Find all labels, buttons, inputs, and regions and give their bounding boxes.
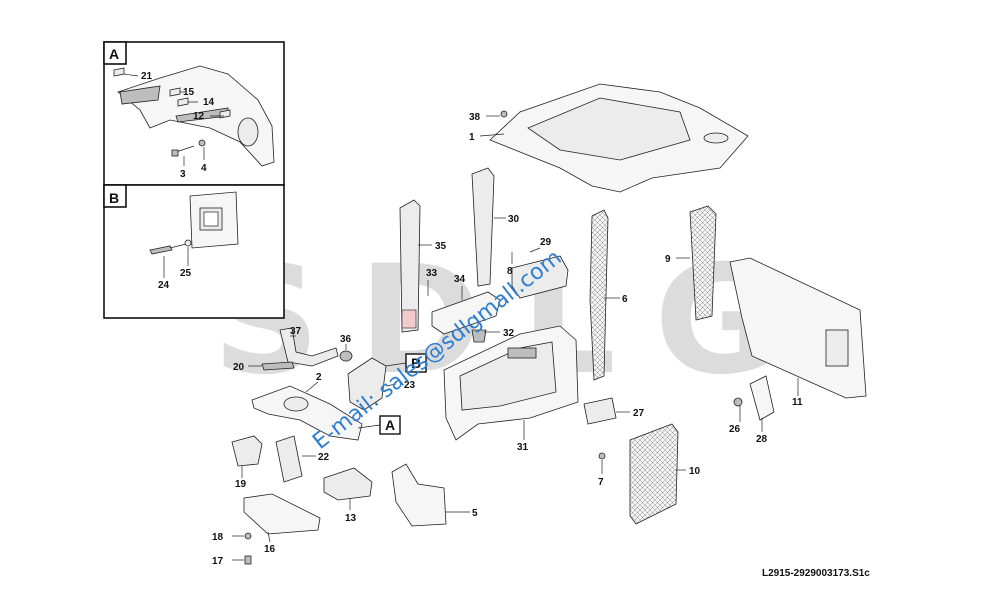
- callout-31: 31: [517, 442, 529, 453]
- part-pillar-6: [589, 209, 609, 381]
- part-duct-23: [347, 357, 387, 411]
- part-tray-16: [243, 493, 321, 535]
- callout-13: 13: [345, 513, 357, 524]
- callout-10: 10: [689, 466, 701, 477]
- ref-tag-a: A: [357, 415, 401, 435]
- callout-27: 27: [633, 408, 645, 419]
- detail-box-b-letter: B: [109, 190, 119, 206]
- callout-4: 4: [201, 163, 207, 174]
- part-duct-13: [323, 467, 373, 501]
- callout-16: 16: [264, 544, 276, 555]
- callout-14: 14: [203, 97, 215, 108]
- part-box-29: [511, 255, 569, 299]
- part-bolt-17: [244, 555, 252, 565]
- callout-36: 36: [340, 334, 352, 345]
- callout-34: 34: [454, 274, 466, 285]
- part-mesh-panel-10: [629, 423, 679, 525]
- callout-1: 1: [469, 132, 475, 143]
- callout-8: 8: [507, 266, 513, 277]
- part-pillar-35: [399, 199, 421, 333]
- part-panel-5: [391, 463, 447, 527]
- callout-20: 20: [233, 362, 245, 373]
- callout-15: 15: [183, 87, 195, 98]
- part-clip-26: [733, 397, 743, 407]
- part-pillar-30: [471, 167, 495, 287]
- part-plate-28: [749, 375, 775, 421]
- detail-box-a: A 21 15 14 12 3 4: [103, 41, 285, 186]
- callout-5: 5: [472, 508, 478, 519]
- callout-numbers: 38 1 30 35 29 33 8 34 6 9 32 37 36 20 2 …: [212, 112, 803, 567]
- ref-tag-b: B: [385, 353, 427, 373]
- callout-26: 26: [729, 424, 741, 435]
- callout-24: 24: [158, 280, 170, 291]
- part-cup-32: [471, 329, 487, 343]
- callout-37: 37: [290, 326, 302, 337]
- callout-22: 22: [318, 452, 330, 463]
- drawing-code: L2915-2929003173.S1c: [762, 568, 870, 579]
- part-duct-19: [231, 435, 263, 467]
- callout-17: 17: [212, 556, 224, 567]
- callout-2: 2: [316, 372, 322, 383]
- part-screw-7: [598, 452, 606, 460]
- callout-3: 3: [180, 169, 186, 180]
- callout-32: 32: [503, 328, 515, 339]
- callout-29: 29: [540, 237, 552, 248]
- part-duct-22: [275, 435, 303, 483]
- svg-text:B: B: [411, 355, 421, 371]
- part-pillar-9: [689, 205, 717, 321]
- callout-28: 28: [756, 434, 768, 445]
- callout-23: 23: [404, 380, 416, 391]
- callout-7: 7: [598, 477, 604, 488]
- callout-30: 30: [508, 214, 520, 225]
- callout-12: 12: [193, 111, 205, 122]
- detail-box-b: B 25 24: [103, 184, 285, 319]
- part-filter-20: [261, 361, 295, 371]
- svg-text:A: A: [385, 417, 395, 433]
- part-floor-duct-2: [251, 385, 363, 441]
- part-tray-27: [583, 397, 617, 425]
- part-clamp-36: [339, 350, 353, 362]
- detail-box-a-letter: A: [109, 46, 119, 62]
- callout-19: 19: [235, 479, 247, 490]
- callout-38: 38: [469, 112, 481, 123]
- callout-9: 9: [665, 254, 671, 265]
- callout-35: 35: [435, 241, 447, 252]
- callout-11: 11: [792, 397, 803, 408]
- leader-lines: [232, 115, 799, 561]
- callout-18: 18: [212, 532, 224, 543]
- part-washer-18: [244, 532, 252, 540]
- callout-33: 33: [426, 268, 438, 279]
- callout-25: 25: [180, 268, 192, 279]
- callout-21: 21: [141, 71, 153, 82]
- part-roof-panel: [489, 83, 749, 193]
- part-bracket-34: [431, 291, 501, 335]
- callout-6: 6: [622, 294, 628, 305]
